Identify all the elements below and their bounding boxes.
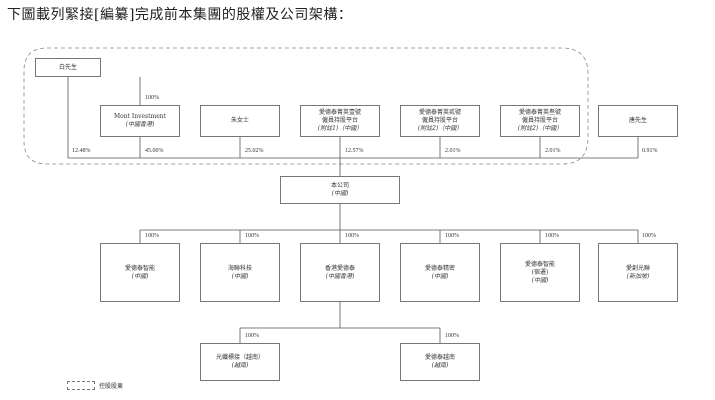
node-mont-sub: (中國香港) <box>125 121 155 128</box>
pct-sub-1: 100% <box>145 233 159 239</box>
pct-sub-3: 100% <box>345 233 359 239</box>
node-mr-tang-name: 唐先生 <box>628 117 647 124</box>
node-platform-1-sub: (附註1)（中國） <box>317 125 363 132</box>
node-platform-3-l1: 愛德泰菁英叁號 <box>518 109 561 116</box>
node-ms-zhu: 朱女士 <box>200 105 280 137</box>
pct-bai-company: 12.48% <box>72 148 91 154</box>
node-company-sub: (中國) <box>331 190 349 197</box>
pct-tang: 0.91% <box>642 148 658 154</box>
intro-text: 下圖載列緊接[編纂]完成前本集團的股權及公司架構： <box>7 7 353 23</box>
node-sub-1-sub: (中國) <box>131 272 149 280</box>
pct-platform-1: 12.57% <box>345 148 364 154</box>
pct-zhu: 25.02% <box>245 148 264 154</box>
node-sub-6-name: 愛創光聯 <box>625 264 650 272</box>
node-sub-5-name: 愛德泰智能 <box>524 260 555 268</box>
node-platform-2-l2: 僱員持股平台 <box>421 117 458 124</box>
pct-sub-4: 100% <box>445 233 459 239</box>
node-gs-1-name: 光纖標接（越南） <box>215 354 264 361</box>
node-ms-zhu-name: 朱女士 <box>230 117 249 124</box>
pct-sub-6: 100% <box>642 233 656 239</box>
node-mr-bai-name: 白先生 <box>58 63 77 71</box>
node-platform-2-sub: (附註2)（中國） <box>417 125 463 132</box>
pct-mont: 45.00% <box>145 148 164 154</box>
node-platform-3-sub: (附註2)（中國） <box>517 125 563 132</box>
node-gs-2-sub: (越南) <box>431 362 449 369</box>
node-gs-1-sub: (越南) <box>231 362 249 369</box>
node-sub-1-name: 愛德泰智能 <box>124 264 155 272</box>
node-platform-1: 愛德泰菁英壹號 僱員持股平台 (附註1)（中國） <box>300 105 380 137</box>
node-platform-1-l2: 僱員持股平台 <box>321 117 358 124</box>
node-sub-4-sub: (中國) <box>431 272 449 280</box>
node-sub-5-sub: (中國) <box>531 276 549 284</box>
node-sub-2: 海聯科技 (中國) <box>200 243 280 302</box>
node-platform-2-l1: 愛德泰菁英貳號 <box>418 109 461 116</box>
node-company-name: 本公司 <box>330 182 349 189</box>
node-sub-2-name: 海聯科技 <box>227 264 252 272</box>
node-mr-tang: 唐先生 <box>598 105 678 137</box>
legend-label: 控股股東 <box>99 383 124 390</box>
legend-dashed-swatch <box>67 381 95 390</box>
node-sub-3: 香港愛德泰 (中國香港) <box>300 243 380 302</box>
node-gs-2: 愛德泰越南 (越南) <box>400 343 480 381</box>
node-platform-2: 愛德泰菁英貳號 僱員持股平台 (附註2)（中國） <box>400 105 480 137</box>
node-sub-3-name: 香港愛德泰 <box>324 264 355 272</box>
controlling-group-outline <box>23 47 589 165</box>
pct-bai-mont: 100% <box>145 95 159 101</box>
node-gs-1: 光纖標接（越南） (越南) <box>200 343 280 381</box>
node-mont-name: Mont Investment <box>113 113 167 120</box>
node-sub-2-sub: (中國) <box>231 272 249 280</box>
node-sub-4-name: 愛德泰精密 <box>424 264 455 272</box>
node-platform-3: 愛德泰菁英叁號 僱員持股平台 (附註2)（中國） <box>500 105 580 137</box>
node-gs-2-name: 愛德泰越南 <box>424 354 455 361</box>
node-mont-investment: Mont Investment (中國香港) <box>100 105 180 137</box>
pct-sub-2: 100% <box>245 233 259 239</box>
node-sub-5: 愛德泰智能 (宿遷) (中國) <box>500 243 580 302</box>
node-mr-bai: 白先生 <box>35 58 101 77</box>
node-platform-3-l2: 僱員持股平台 <box>521 117 558 124</box>
node-sub-3-sub: (中國香港) <box>325 272 355 280</box>
node-platform-1-l1: 愛德泰菁英壹號 <box>318 109 361 116</box>
pct-gs-2: 100% <box>445 333 459 339</box>
node-sub-6-sub: (新加坡) <box>626 272 650 280</box>
pct-gs-1: 100% <box>245 333 259 339</box>
node-sub-6: 愛創光聯 (新加坡) <box>598 243 678 302</box>
node-company: 本公司 (中國) <box>280 176 400 204</box>
pct-platform-2: 2.01% <box>445 148 461 154</box>
node-sub-1: 愛德泰智能 (中國) <box>100 243 180 302</box>
node-sub-5-l2: (宿遷) <box>531 268 549 276</box>
node-sub-4: 愛德泰精密 (中國) <box>400 243 480 302</box>
pct-platform-3: 2.01% <box>545 148 561 154</box>
pct-sub-5: 100% <box>545 233 559 239</box>
